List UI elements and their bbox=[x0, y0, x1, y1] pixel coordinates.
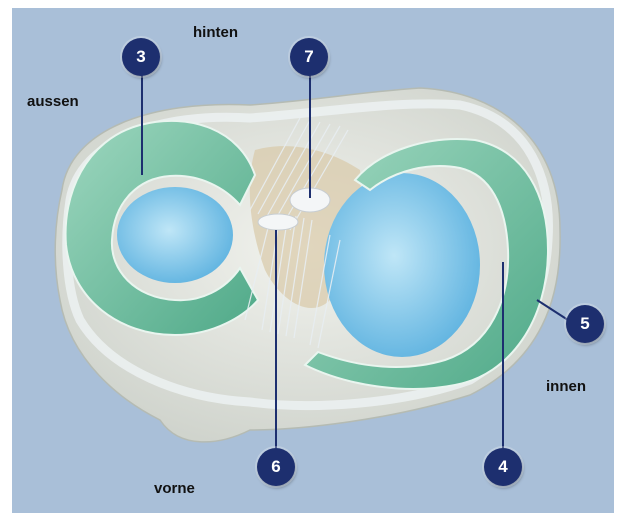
marker-3: 3 bbox=[122, 38, 160, 76]
marker-6: 6 bbox=[257, 448, 295, 486]
label-anterior: vorne bbox=[154, 480, 195, 497]
label-lateral: aussen bbox=[27, 93, 79, 110]
marker-5: 5 bbox=[566, 305, 604, 343]
label-medial: innen bbox=[546, 378, 586, 395]
medial-cartilage bbox=[324, 173, 480, 357]
marker-7: 7 bbox=[290, 38, 328, 76]
marker-4: 4 bbox=[484, 448, 522, 486]
anterior-ligament-attachment bbox=[258, 214, 298, 230]
label-posterior: hinten bbox=[193, 24, 238, 41]
lateral-cartilage bbox=[117, 187, 233, 283]
